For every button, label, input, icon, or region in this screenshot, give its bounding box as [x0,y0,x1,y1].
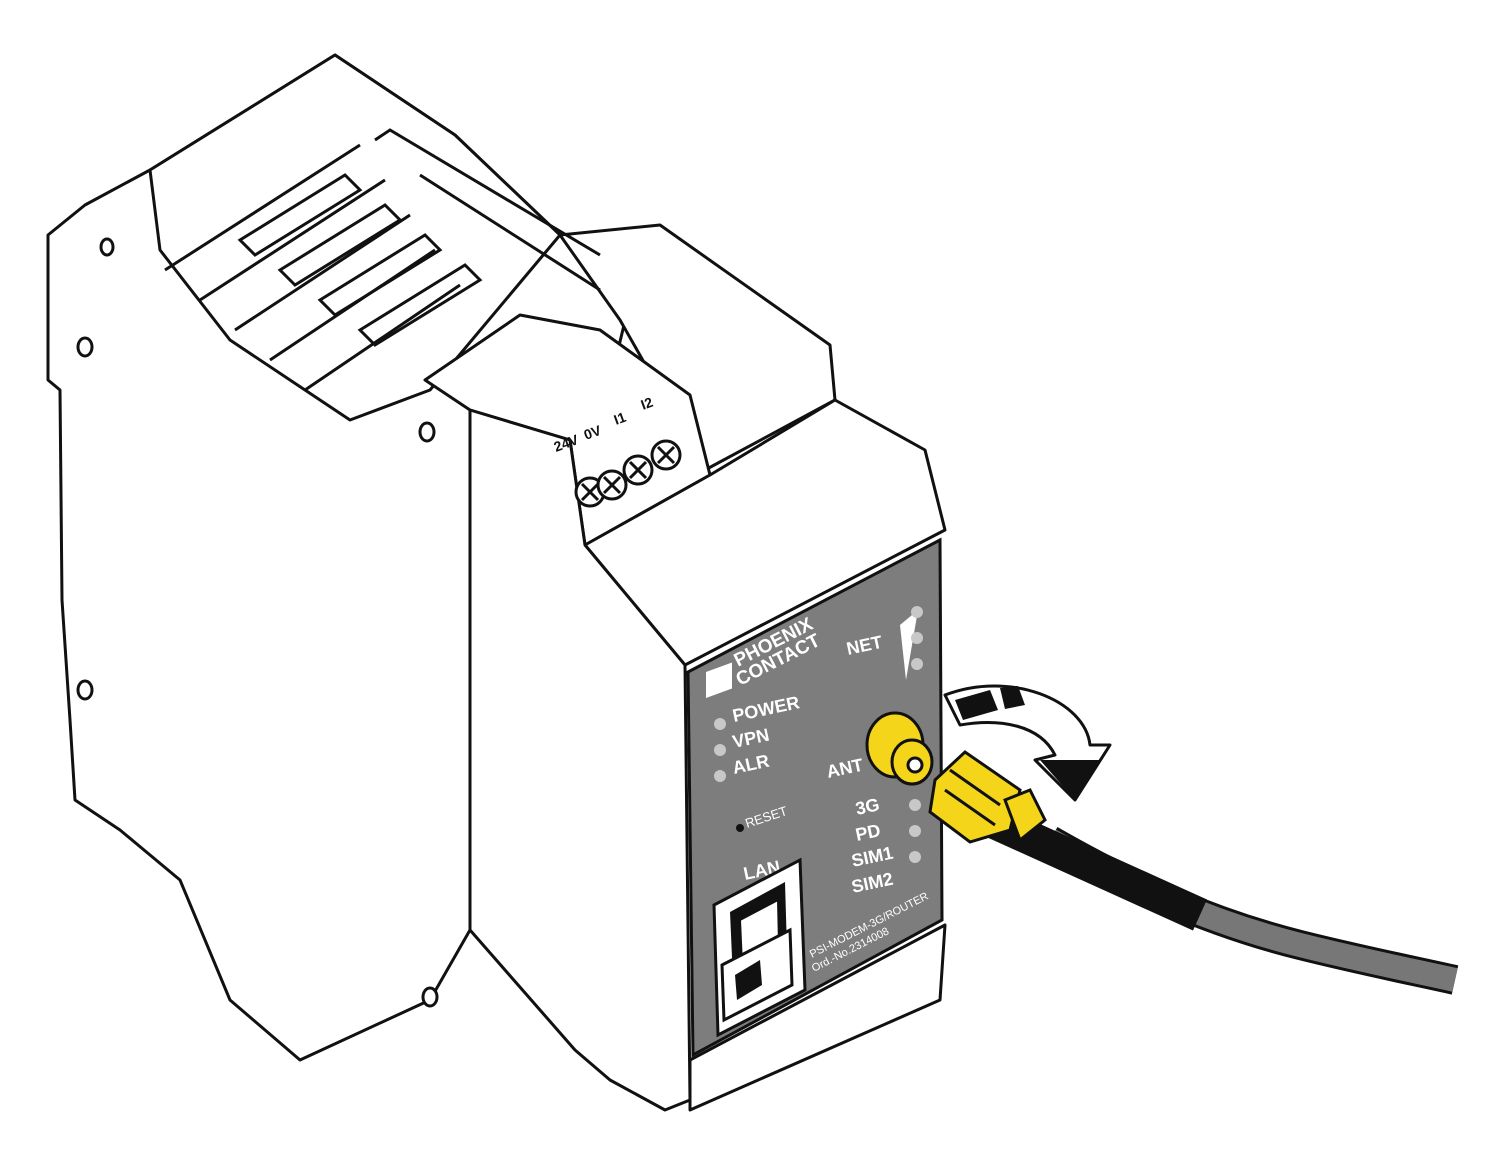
signal-strength-icon [900,610,918,680]
led-3g [909,799,921,811]
led-net-3 [911,658,923,670]
reset-button[interactable] [736,824,744,832]
led-vpn [714,744,726,756]
housing-base [688,923,947,1112]
rotation-arrow-icon [943,684,1112,802]
terminal-label-i1: I1 [612,409,629,428]
terminal-label-i2: I2 [639,394,656,413]
led-pd [909,825,921,837]
housing-top [148,53,562,422]
sma-connector [928,750,1047,844]
terminal-label-0v: 0V [582,422,604,443]
antenna-socket [865,711,934,786]
led-sim1 [909,851,921,863]
led-alr [714,770,726,782]
led-label-3g: 3G [854,794,882,819]
led-power [714,718,726,730]
lan-port[interactable] [712,857,807,1038]
led-net-1 [911,606,923,618]
led-net-2 [911,632,923,644]
